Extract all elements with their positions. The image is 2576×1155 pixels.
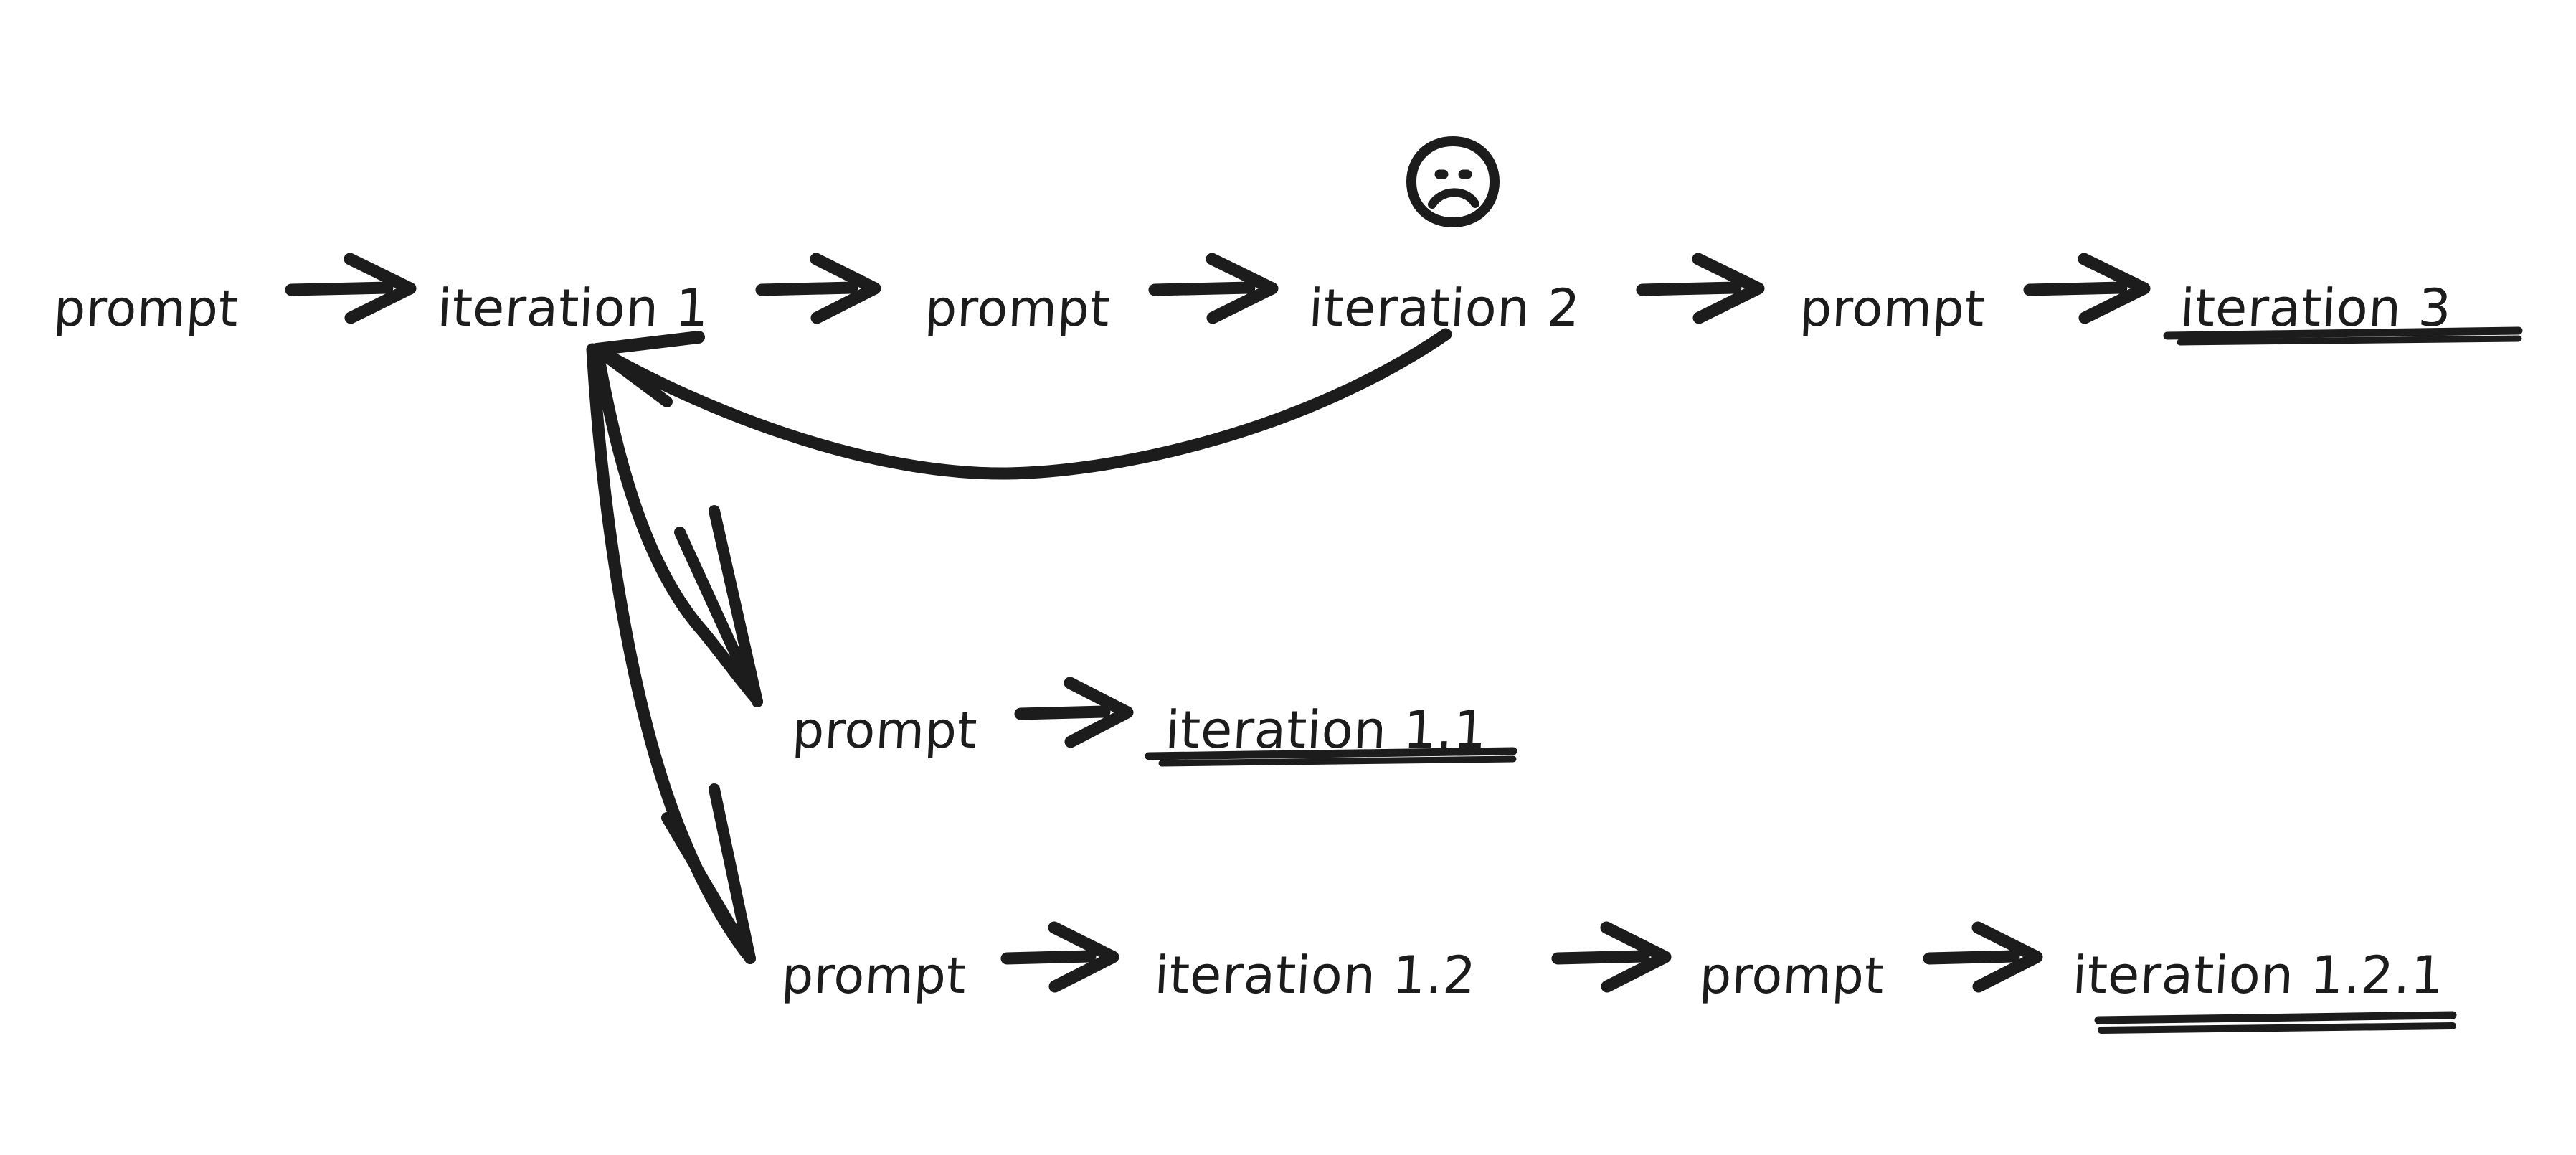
arrow-prompt-to-iteration-3 — [2023, 253, 2151, 324]
node-iteration-1-2[interactable]: iteration 1.2 — [1152, 945, 1478, 1005]
arrow-iteration-1-2-to-prompt — [1551, 921, 1672, 993]
node-prompt-3[interactable]: prompt — [1798, 279, 1987, 338]
arrow-iteration-1-to-prompt — [755, 253, 881, 324]
arrow-prompt-to-iteration-1-1 — [1014, 676, 1134, 748]
underline-iteration-3 — [2163, 326, 2523, 346]
arrow-prompt-to-iteration-1-2-1 — [1923, 921, 2043, 993]
node-iteration-1[interactable]: iteration 1 — [435, 278, 711, 338]
node-iteration-1-2-1[interactable]: iteration 1.2.1 — [2070, 945, 2445, 1005]
underline-iteration-1-2-1 — [2094, 1011, 2457, 1034]
node-prompt-branch-3[interactable]: prompt — [1697, 946, 1886, 1005]
underline-iteration-1-1 — [1145, 747, 1517, 767]
branch-arrow-iteration-1-to-prompt-1-1 — [591, 344, 763, 707]
arrow-iteration-2-to-prompt — [1636, 253, 1765, 324]
node-prompt-branch-2[interactable]: prompt — [780, 946, 968, 1005]
node-iteration-1-1[interactable]: iteration 1.1 — [1163, 699, 1489, 760]
arrow-prompt-to-iteration-2 — [1148, 253, 1279, 324]
node-prompt-1[interactable]: prompt — [52, 279, 240, 338]
node-iteration-3[interactable]: iteration 3 — [2178, 278, 2453, 338]
node-prompt-branch-1[interactable]: prompt — [790, 701, 979, 760]
sad-face-icon — [1406, 136, 1500, 227]
node-prompt-2[interactable]: prompt — [923, 279, 1112, 338]
arrow-prompt-to-iteration-1-2 — [1000, 921, 1119, 993]
node-iteration-2[interactable]: iteration 2 — [1307, 278, 1582, 338]
feedback-arrow-iteration-2-to-iteration-1 — [590, 328, 1452, 480]
arrow-prompt-to-iteration-1 — [285, 253, 417, 324]
branch-arrow-iteration-1-to-prompt-1-2 — [586, 343, 756, 964]
